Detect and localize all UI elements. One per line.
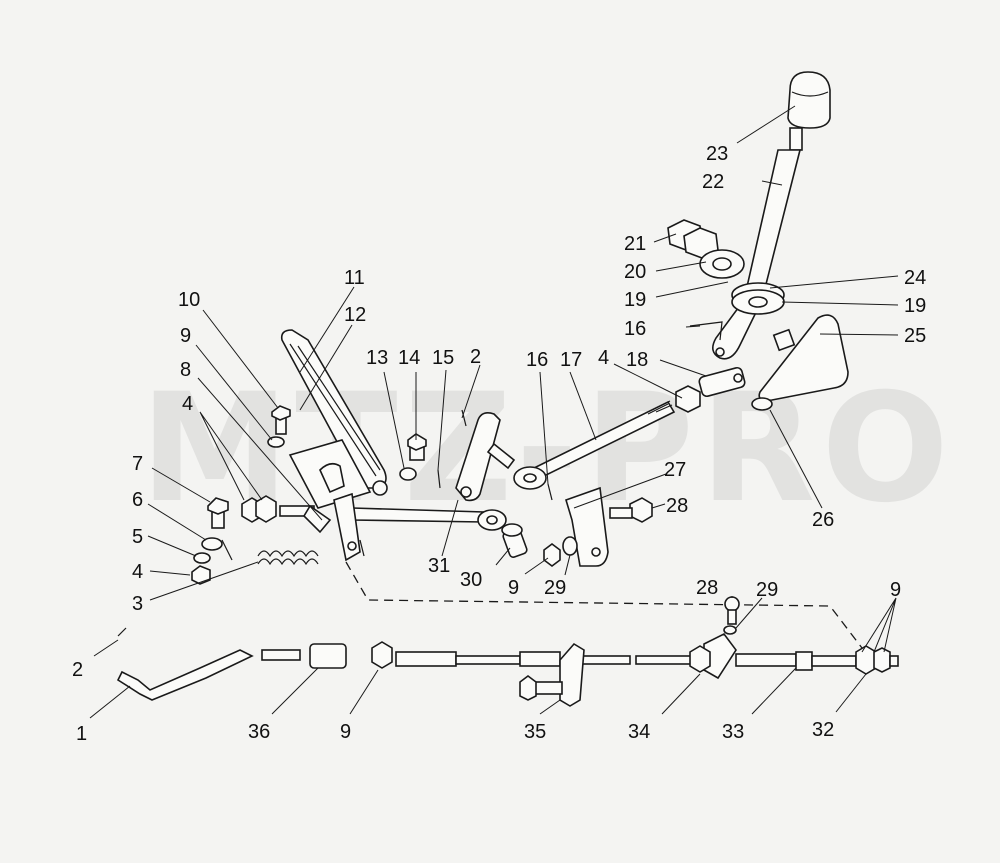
callout-9: 9	[890, 579, 901, 601]
pin-2-pedal	[359, 539, 365, 557]
callout-16: 16	[624, 318, 646, 340]
callout-27: 27	[664, 459, 686, 481]
cable-sheath	[395, 651, 857, 671]
pedal-arm-lower	[333, 492, 361, 562]
callout-24: 24	[904, 267, 926, 289]
pin-15	[437, 469, 441, 489]
bolt-10	[271, 405, 291, 435]
bolt-14	[407, 433, 427, 461]
pin-2-lower	[117, 627, 127, 637]
washers-9-29	[543, 536, 578, 567]
coupling-36	[309, 643, 347, 669]
callout-35: 35	[524, 721, 546, 743]
rod-17	[513, 400, 676, 490]
callout-34: 34	[628, 721, 650, 743]
gear-lever-rod	[712, 127, 803, 360]
bolt-7	[207, 497, 229, 529]
bolt-28-lower	[724, 596, 740, 625]
callout-18: 18	[626, 349, 648, 371]
callout-13: 13	[366, 347, 388, 369]
callout-4: 4	[182, 393, 193, 415]
washer-29-lower	[723, 625, 737, 635]
callout-26: 26	[812, 509, 834, 531]
washer-5	[193, 552, 211, 564]
callout-33: 33	[722, 721, 744, 743]
callout-28: 28	[696, 577, 718, 599]
callout-29: 29	[544, 577, 566, 599]
callout-2: 2	[72, 659, 83, 681]
callout-6: 6	[132, 489, 143, 511]
nut-4-bottom	[191, 565, 211, 585]
washer-spring	[699, 249, 745, 279]
callout-1: 1	[76, 723, 87, 745]
pin-16-top	[689, 321, 723, 341]
callout-8: 8	[180, 359, 191, 381]
callout-4: 4	[132, 561, 143, 583]
callout-2: 2	[470, 346, 481, 368]
callout-12: 12	[344, 304, 366, 326]
callout-7: 7	[132, 453, 143, 475]
washer-13	[399, 467, 417, 481]
selector-plate	[751, 314, 849, 411]
callout-4: 4	[598, 347, 609, 369]
bracket-34	[689, 632, 737, 680]
gear-lever-knob	[787, 71, 831, 129]
callout-14: 14	[398, 347, 420, 369]
callout-19: 19	[624, 289, 646, 311]
dashed-connection	[345, 561, 863, 649]
cable-end-32	[855, 645, 899, 675]
pin-30	[501, 523, 528, 558]
rod-pedal	[351, 507, 507, 531]
callout-15: 15	[432, 347, 454, 369]
callout-9: 9	[508, 577, 519, 599]
pin-2-upper	[461, 409, 467, 427]
callout-28: 28	[666, 495, 688, 517]
bolt-28-upper	[609, 497, 653, 523]
lever-bearing-parts	[731, 282, 785, 315]
callout-9: 9	[340, 721, 351, 743]
spring-3	[257, 550, 319, 566]
pedal-bracket	[288, 439, 388, 509]
lever-31	[455, 412, 516, 502]
callout-9: 9	[180, 325, 191, 347]
callout-17: 17	[560, 349, 582, 371]
nut-9-lower	[371, 641, 393, 669]
callout-5: 5	[132, 526, 143, 548]
nut-4-upper	[675, 385, 701, 413]
callout-3: 3	[132, 593, 143, 615]
callout-19: 19	[904, 295, 926, 317]
callout-labels: 1 2 2 3 4 4 4 5 6 7 8 9 9 9 9 10 11 12 1…	[72, 143, 926, 745]
leader-lines	[89, 105, 899, 719]
callout-31: 31	[428, 555, 450, 577]
nuts-4-left	[241, 495, 277, 523]
callout-30: 30	[460, 569, 482, 591]
callout-23: 23	[706, 143, 728, 165]
callout-29: 29	[756, 579, 778, 601]
washer-6	[201, 537, 233, 561]
callout-16: 16	[526, 349, 548, 371]
nut-pair	[667, 219, 719, 259]
callout-22: 22	[702, 171, 724, 193]
callout-11: 11	[344, 267, 365, 289]
callout-21: 21	[624, 233, 646, 255]
fork-18	[698, 366, 746, 398]
bracket-35	[519, 642, 585, 707]
callout-36: 36	[248, 721, 270, 743]
rod-1	[116, 649, 301, 701]
callout-20: 20	[624, 261, 646, 283]
callout-10: 10	[178, 289, 200, 311]
callout-25: 25	[904, 325, 926, 347]
pin-16-lower	[547, 483, 553, 501]
callout-32: 32	[812, 719, 834, 741]
